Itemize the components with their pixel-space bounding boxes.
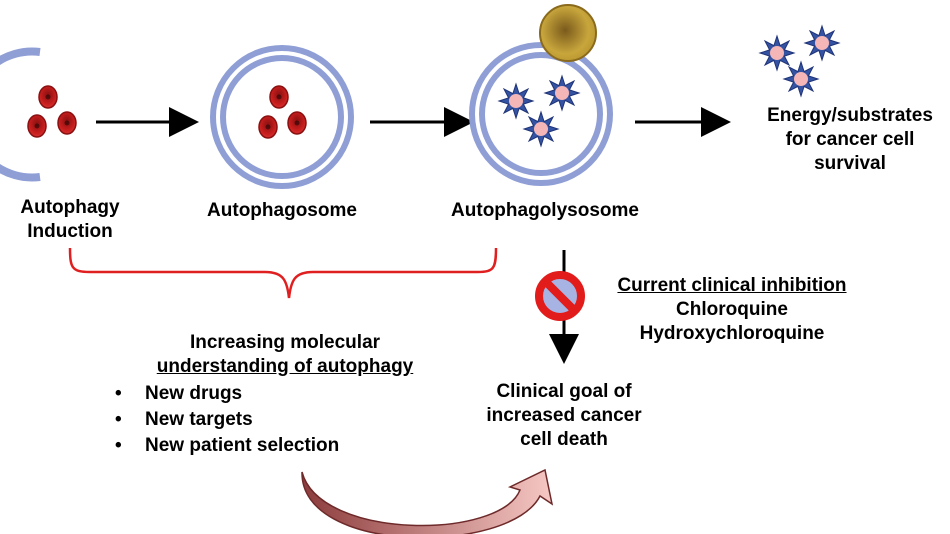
stage-label-induction-line2: Induction — [27, 221, 113, 242]
understanding-heading-line1: Increasing molecular — [189, 332, 381, 353]
drug-chloroquine: Chloroquine — [676, 299, 788, 320]
inhibition-block: Current clinical inhibition Chloroquine … — [592, 274, 872, 346]
nutrient-star — [782, 60, 820, 98]
energy-line3: survival — [814, 153, 886, 174]
energy-line1: Energy/substrates — [767, 105, 933, 126]
understanding-bullet-list: New drugs New targets New patient select… — [112, 381, 339, 459]
drug-hydroxychloroquine: Hydroxychloroquine — [639, 323, 825, 344]
nutrient-star — [758, 34, 796, 72]
prohibition-icon — [535, 271, 585, 321]
goal-line2: increased cancer — [486, 405, 642, 426]
lysosome — [539, 4, 597, 62]
released-nutrients-group — [758, 24, 841, 98]
stage-label-induction: Autophagy Induction — [2, 196, 138, 244]
clinical-goal-label: Clinical goal of increased cancer cell d… — [464, 380, 664, 452]
degraded-cargo-group — [497, 74, 581, 148]
degraded-cargo-star — [497, 82, 535, 120]
understanding-heading: Increasing molecular understanding of au… — [140, 331, 430, 379]
degraded-cargo-star — [543, 74, 581, 112]
stage-label-autophagosome: Autophagosome — [207, 200, 357, 221]
goal-line3: cell death — [520, 429, 608, 450]
understanding-heading-line2: understanding of autophagy — [156, 356, 414, 377]
autophagolysosome — [469, 42, 613, 186]
degraded-cargo-star — [522, 110, 560, 148]
curved-arrow — [301, 468, 554, 534]
energy-substrates-label: Energy/substrates for cancer cell surviv… — [750, 104, 950, 176]
bullet-new-patient-selection: New patient selection — [112, 433, 339, 459]
stage-label-induction-line1: Autophagy — [20, 197, 120, 218]
inhibition-title: Current clinical inhibition — [617, 275, 847, 296]
nutrient-star — [803, 24, 841, 62]
bullet-new-drugs: New drugs — [112, 381, 339, 407]
phagophore-membrane — [0, 47, 41, 182]
autophagosome-cargo — [258, 85, 307, 139]
bullet-new-targets: New targets — [112, 407, 339, 433]
goal-line1: Clinical goal of — [496, 381, 632, 402]
stage-label-autophagolysosome: Autophagolysosome — [451, 200, 639, 221]
energy-line2: for cancer cell — [785, 129, 915, 150]
bracket-brace — [68, 247, 498, 299]
autophagosome — [210, 45, 354, 189]
phagophore-cargo — [27, 85, 77, 138]
